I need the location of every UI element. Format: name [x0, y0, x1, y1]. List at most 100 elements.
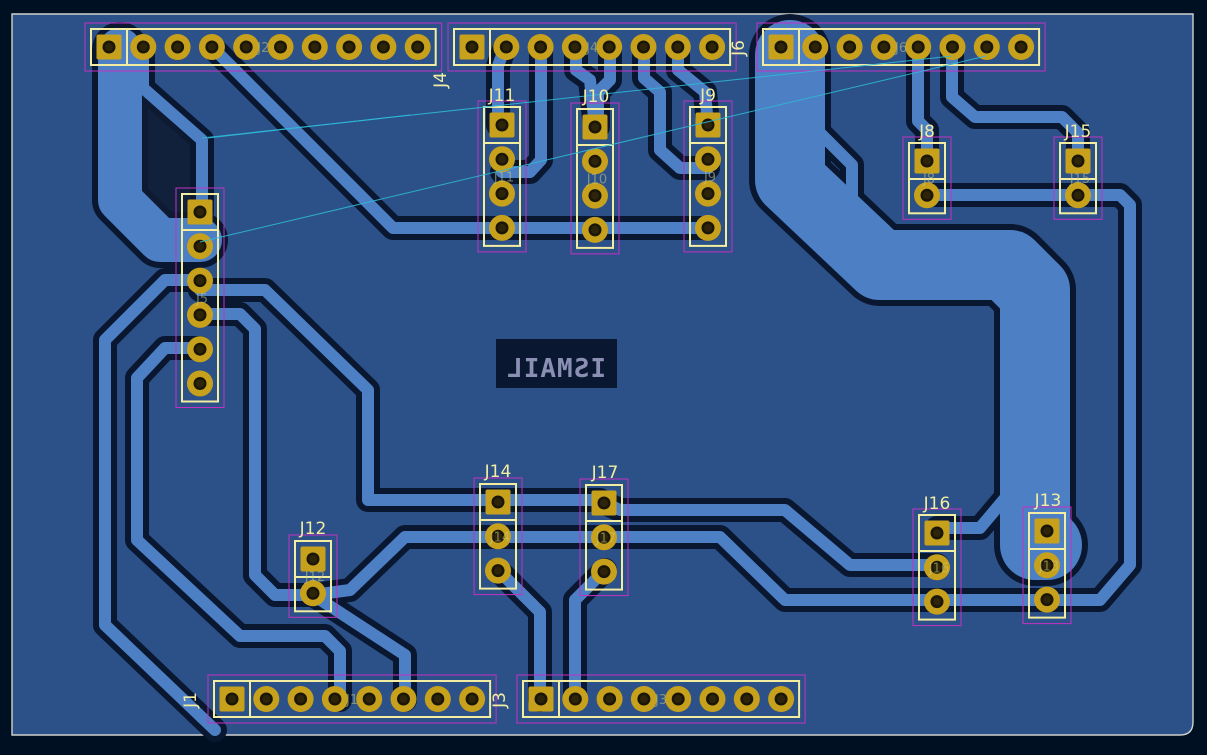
copper-trace [946, 41, 1084, 167]
courtyard-outline [207, 674, 497, 724]
drill-hole-inner [1074, 157, 1082, 165]
refdes-label-j4: J4 [431, 72, 451, 89]
courtyard-outline [473, 477, 523, 596]
drill-hole-inner [498, 155, 506, 164]
connector-j6[interactable]: J6 [756, 22, 1046, 72]
footprint-value-label: J11 [493, 170, 514, 185]
footprint-value-label: J1 [345, 693, 358, 708]
refdes-label-j16: J16 [923, 494, 951, 514]
connector-j16[interactable]: J16 [912, 508, 962, 627]
drill-hole-inner [914, 43, 923, 51]
courtyard-outline [1053, 136, 1103, 220]
drill-hole-inner [262, 695, 271, 703]
connector-j3[interactable]: J3 [516, 674, 806, 724]
copper-trace [194, 284, 504, 506]
drill-hole-inner [571, 695, 580, 703]
courtyard-outline [1022, 506, 1072, 625]
drill-hole-inner [196, 310, 204, 319]
drill-hole-inner [933, 563, 941, 572]
connector-j4[interactable]: J4 [447, 22, 737, 72]
drill-hole-inner [494, 532, 502, 541]
drill-hole-inner [296, 695, 305, 703]
drill-hole-inner [498, 223, 506, 232]
connector-j13[interactable]: J13 [1022, 506, 1072, 625]
drill-hole-inner [399, 695, 408, 703]
connector-j8[interactable]: J8 [902, 136, 952, 220]
drill-hole-inner [1043, 561, 1051, 570]
footprint-value-label: J14 [489, 530, 510, 545]
drill-hole-inner [196, 242, 204, 251]
drill-hole-inner [708, 43, 717, 51]
silkscreen-outline [483, 106, 521, 247]
drill-hole-inner [196, 345, 204, 354]
copper-trace [131, 342, 346, 706]
drill-hole-inner [309, 589, 317, 598]
board-silk-name: ISMAIL [506, 354, 606, 384]
copper-trace [492, 564, 546, 706]
connector-j11[interactable]: J11 [477, 100, 527, 253]
copper-trace [912, 41, 933, 167]
connector-j10[interactable]: J10 [570, 102, 620, 255]
silkscreen-outline [689, 106, 727, 247]
footprint-value-label: J15 [1069, 172, 1090, 187]
drill-hole-inner [139, 43, 148, 51]
drill-hole-inner [923, 191, 931, 200]
drill-hole-inner [591, 225, 599, 234]
connector-j15[interactable]: J15 [1053, 136, 1103, 220]
drill-hole-inner [242, 43, 251, 51]
drill-hole-inner [502, 43, 511, 51]
copper-trace [194, 308, 319, 601]
drill-hole-inner [673, 43, 682, 51]
drill-hole-inner [468, 43, 476, 51]
ratsnest-line [199, 55, 987, 243]
refdes-label-j6: J6 [729, 40, 749, 57]
courtyard-outline [579, 478, 629, 597]
drill-hole-inner [276, 43, 285, 51]
ratsnest-layer [199, 55, 987, 243]
refdes-label-j17: J17 [591, 463, 619, 483]
courtyard-outline [447, 22, 737, 72]
copper-trace-layer [98, 20, 1136, 736]
courtyard-outline [175, 187, 225, 408]
silkscreen-outline [479, 483, 517, 590]
footprint-value-label: J9 [703, 170, 716, 185]
silkscreen-outline [576, 108, 614, 249]
connector-j1[interactable]: J1 [207, 674, 497, 724]
silkscreen-outline [522, 680, 801, 718]
drill-hole-inner [498, 121, 506, 129]
drill-hole-inner [708, 695, 717, 703]
drill-hole-inner [777, 43, 785, 51]
drill-hole-inner [310, 43, 319, 51]
drill-hole-inner [948, 43, 957, 51]
drill-hole-inner [228, 695, 236, 703]
courtyard-outline [570, 102, 620, 255]
drill-hole-inner [468, 695, 477, 703]
connector-j14[interactable]: J14 [473, 477, 523, 596]
drill-hole-inner [605, 43, 614, 51]
footprint-value-label: J12 [304, 570, 325, 585]
connector-j9[interactable]: J9 [683, 100, 733, 253]
drill-hole-inner [704, 223, 712, 232]
connector-j17[interactable]: J17 [579, 478, 629, 597]
drill-hole-inner [591, 191, 599, 200]
drill-hole-inner [591, 157, 599, 166]
footprint-value-label: J10 [586, 172, 607, 187]
copper-trace [103, 41, 206, 253]
copper-trace [811, 41, 1054, 537]
drill-hole-inner [379, 43, 388, 51]
connector-j5[interactable]: J5 [175, 187, 225, 408]
drill-hole-inner [570, 43, 579, 51]
footprint-value-label: J5 [195, 292, 208, 307]
ratsnest-line [207, 114, 411, 139]
connector-j2[interactable]: J2 [84, 22, 443, 72]
drill-hole-inner [923, 157, 931, 165]
silkscreen-outline [181, 193, 219, 403]
drill-hole-inner [433, 695, 442, 703]
refdes-label-j9: J9 [699, 86, 716, 106]
silkscreen-outline [453, 28, 732, 66]
drill-hole-inner [1043, 527, 1051, 535]
connector-j12[interactable]: J12 [288, 534, 338, 618]
